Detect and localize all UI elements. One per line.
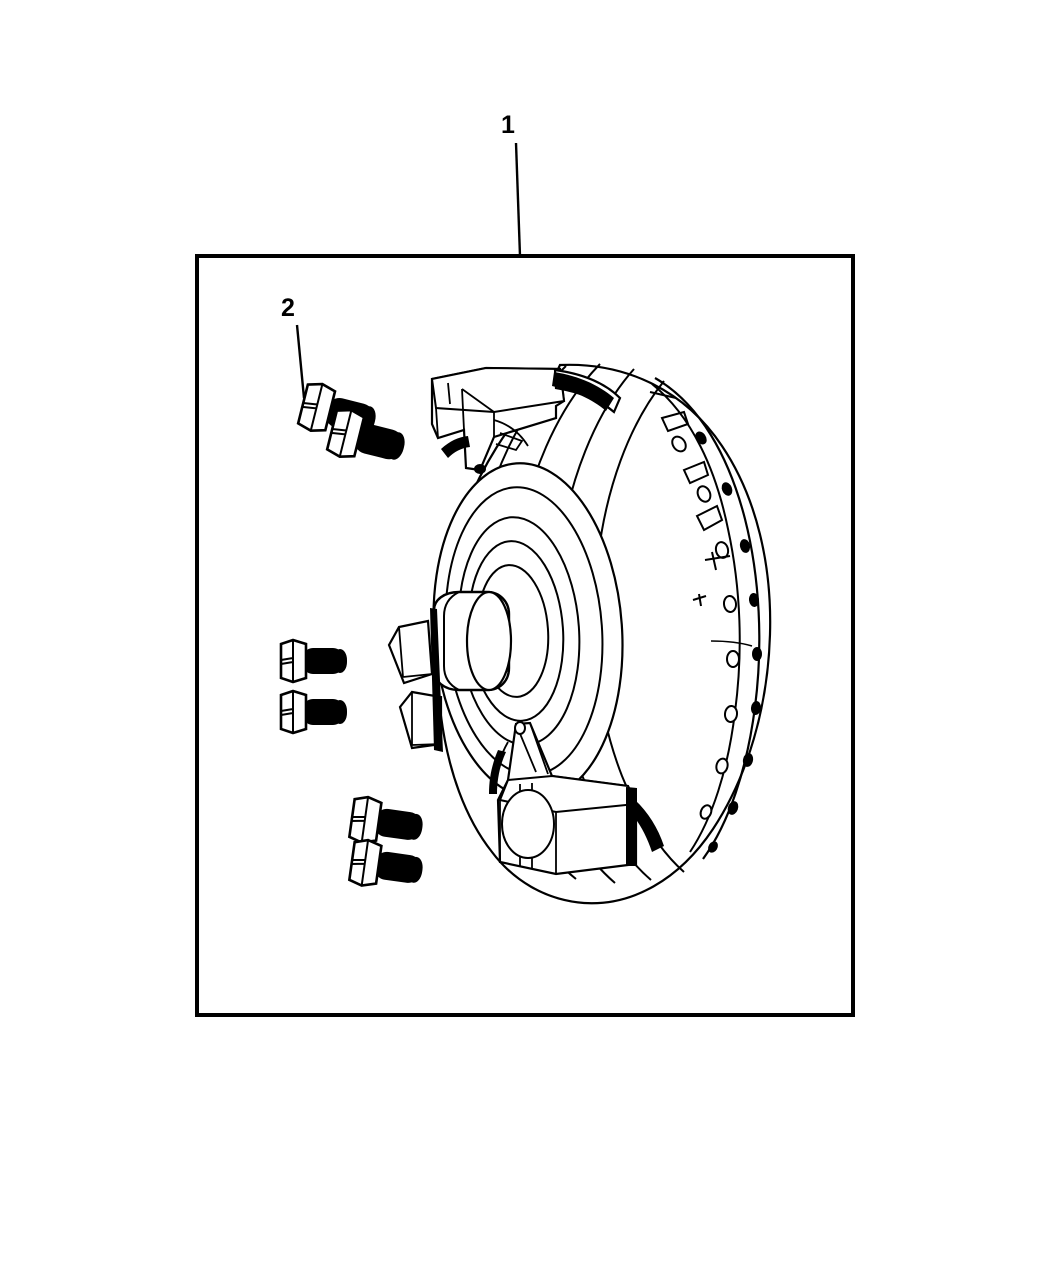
callout-2-label: 2	[281, 294, 295, 322]
callout-1-leader-line	[514, 142, 522, 257]
upper-lug-edge-b	[435, 382, 451, 439]
bolt-shank-tip	[387, 432, 405, 460]
upper-lug-weld-dot	[474, 464, 486, 474]
callout-2-leader-line	[295, 324, 306, 399]
lower-lug-shadow-left	[489, 750, 506, 794]
bolt-shank-tip	[333, 649, 347, 673]
bolt-head-facet	[351, 839, 370, 886]
converter-weld-band-outer	[654, 377, 761, 860]
converter-hub-boss-edge	[443, 591, 460, 691]
callout-1: 1	[501, 111, 522, 257]
converter-hub-boss-end	[465, 590, 513, 692]
bolt-shank-tip	[407, 813, 423, 840]
bolt-middle-2	[279, 689, 347, 735]
upper-lug-shadow-right	[552, 372, 614, 411]
upper-lug-foot-shadow	[441, 436, 470, 458]
bolt-head-facet	[351, 796, 370, 843]
bolt-shank	[302, 699, 344, 725]
converter-inner-nubs	[671, 435, 740, 820]
illustration-border	[195, 254, 855, 1017]
converter-lower-drive-lug	[489, 721, 664, 876]
lower-lug-shadow-diag	[628, 800, 664, 852]
converter-hub-shadow	[430, 608, 443, 752]
torque-converter	[387, 363, 772, 905]
upper-lug-gusset	[493, 419, 529, 452]
converter-stamp-marks	[649, 391, 731, 607]
converter-weld-nubs	[695, 431, 762, 853]
bolt-head-facet	[280, 691, 294, 733]
bolt-lower-1	[347, 795, 423, 844]
upper-lug-edge-a	[461, 388, 495, 437]
bolt-group-upper	[296, 382, 405, 460]
bolt-head-facet	[331, 409, 353, 457]
bolt-head-facet	[280, 640, 294, 682]
bolt-shank-tip	[407, 856, 423, 883]
bolt-head-facet	[302, 383, 324, 431]
callout-2: 2	[281, 294, 306, 399]
bolt-middle-1	[279, 638, 347, 684]
converter-band-split	[710, 640, 753, 647]
lower-lug-boss	[501, 789, 555, 859]
bolt-group-lower	[347, 795, 423, 887]
lower-lug-shadow-right	[626, 787, 637, 866]
bolt-shank	[302, 648, 344, 674]
converter-hub-tab-upper-fold	[398, 626, 433, 678]
lower-lug-edge-a	[499, 800, 557, 874]
bolt-upper-2	[325, 408, 405, 460]
bolt-shank-tip	[333, 700, 347, 724]
bolt-group-middle	[279, 638, 347, 735]
converter-weld-band-inner	[651, 383, 741, 853]
lower-lug-pin	[514, 721, 526, 735]
converter-upper-drive-lug	[430, 366, 622, 474]
callout-1-label: 1	[501, 111, 515, 139]
bolt-lower-2	[347, 838, 423, 887]
